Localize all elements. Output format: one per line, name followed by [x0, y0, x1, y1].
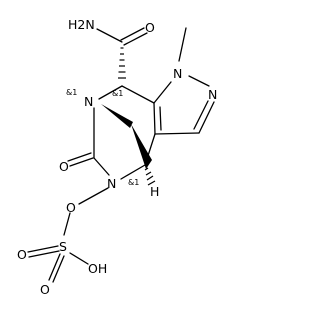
atom-sulfonyl-oxygen-left: O — [17, 247, 27, 262]
bond-n2-c3-1 — [198, 101, 215, 134]
bond-c3a-c7a-1 — [153, 102, 156, 135]
bond-amide-co-1 — [120, 27, 145, 41]
atom-ester-oxygen: O — [66, 200, 76, 215]
bond-c3a-c7a-2 — [159, 106, 162, 131]
atom-lactam-oxygen: O — [59, 159, 69, 174]
bond-n2-c3-2 — [193, 100, 209, 130]
atom-bridgehead-h: H — [150, 184, 159, 199]
bond-c9-amide-hashed — [118, 47, 126, 79]
atom-hydroxyl: OH — [88, 261, 107, 276]
bond-n8-c9 — [98, 85, 123, 100]
chemical-structure: H2N O N N N O N O S O O OH H &1 &1 &1 — [17, 17, 217, 297]
bond-c4-h-hashed — [144, 167, 156, 186]
atom-amide-oxygen: O — [145, 20, 155, 35]
bond-n8-bridge-wedge — [101, 104, 133, 128]
bond-s-oh — [69, 252, 89, 265]
bond-bridge-c4-wedge — [131, 124, 152, 169]
bond-c7-o-1 — [69, 157, 94, 167]
bond-s-o-bottom-1 — [48, 253, 61, 281]
atom-sulfonyl-oxygen-bottom: O — [40, 282, 50, 297]
atom-n-methyl: N — [173, 66, 182, 81]
bond-amide-co-2 — [123, 32, 148, 46]
bond-n6-o — [78, 187, 109, 205]
bond-s-o-bottom-2 — [52, 255, 65, 283]
bond-c9-c7a — [121, 85, 155, 104]
atom-amide-nh2: H2N — [68, 17, 95, 32]
bond-o-s — [63, 212, 71, 236]
bond-c3-c3a — [154, 132, 200, 135]
bond-amide-cn — [96, 28, 123, 43]
bond-c7-n6 — [93, 157, 110, 176]
bond-c7a-n1 — [153, 81, 172, 104]
bond-c7-o-2 — [67, 152, 92, 162]
molecule-drawing: H2N O N N N O N O S O O OH H &1 &1 &1 — [17, 17, 217, 297]
atom-lactam-n: N — [107, 176, 116, 191]
stereo-label-bridgehead-c: &1 — [128, 178, 139, 187]
bond-s-o-left-1 — [27, 245, 59, 253]
atom-sulfur: S — [59, 239, 67, 254]
bond-n1-methyl — [178, 27, 187, 62]
bond-n6-c4 — [120, 164, 146, 180]
bond-n1-n2 — [188, 75, 210, 87]
stereo-label-bridge-n: &1 — [66, 88, 77, 97]
atom-ring-n2: N — [208, 87, 217, 102]
atom-bridge-n: N — [84, 94, 93, 109]
stereo-label-carboxamide-c: &1 — [112, 89, 123, 98]
bond-s-o-left-2 — [28, 250, 60, 258]
